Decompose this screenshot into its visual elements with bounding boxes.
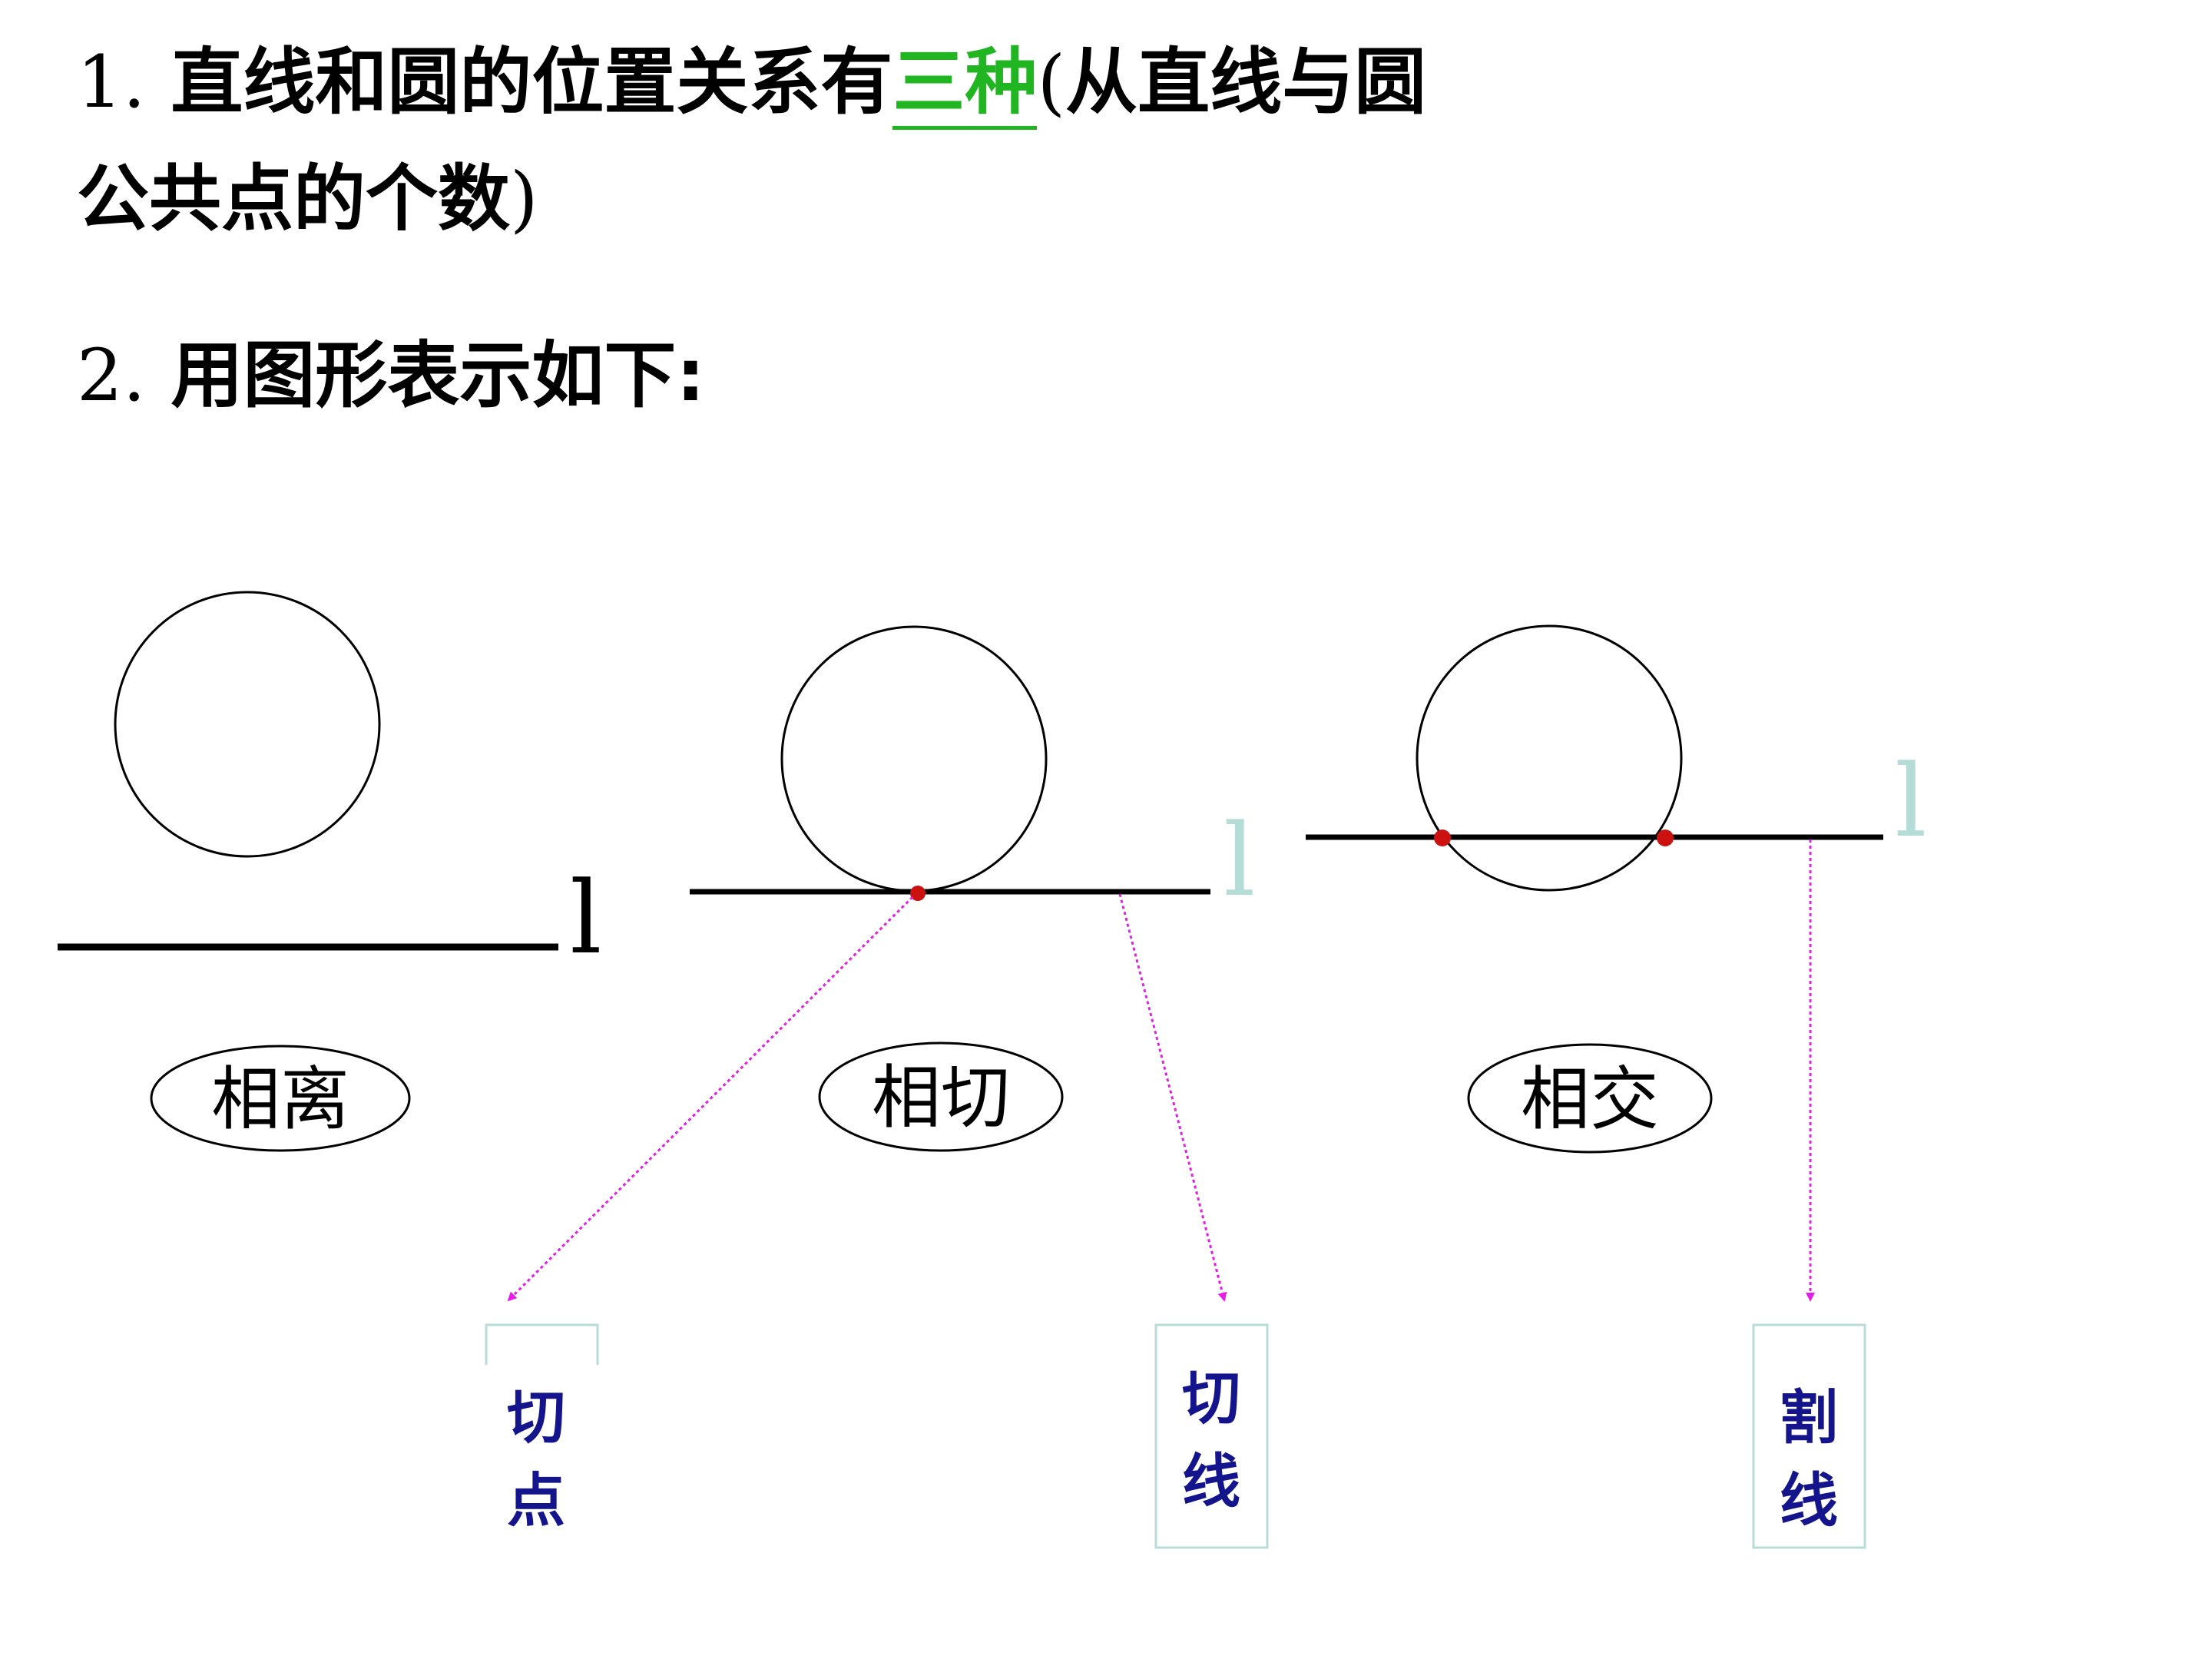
circle-tangent: [780, 625, 1048, 892]
heading-line-2: 公共点的个数): [77, 146, 538, 253]
arrow-to-tangent-line: [1118, 893, 1227, 1302]
term-tangent-line-char-1: 切: [1182, 1364, 1240, 1432]
heading-line-1-text: 直线和圆的位置关系有: [145, 41, 893, 124]
relation-label-tangent: 相切: [872, 1058, 1010, 1138]
relation-label-intersect: 相交: [1521, 1059, 1659, 1140]
term-secant-line-char-2: 线: [1780, 1466, 1838, 1535]
term-box-secant-line: [1752, 1323, 1866, 1549]
heading-line-1-tail: 从直线与圆: [1065, 41, 1427, 124]
tangent-point-dot: [910, 886, 926, 901]
intersection-point-left: [1434, 830, 1451, 846]
relation-oval-separate: [150, 1045, 411, 1152]
item-number-2: 2.: [77, 334, 146, 418]
circle-intersect: [1416, 624, 1683, 892]
arrow-to-tangent-point: [507, 896, 914, 1302]
circle-separate: [114, 591, 381, 858]
paren-open: (: [1037, 41, 1066, 124]
term-tangent-line-char-2: 线: [1182, 1447, 1240, 1515]
intersection-point-right: [1657, 830, 1674, 846]
heading-line-1: 1. 直线和圆的位置关系有三种(从直线与圆: [77, 29, 1426, 137]
heading-line-3: 2. 用图形表示如下:: [77, 323, 705, 430]
relation-oval-tangent: [818, 1041, 1064, 1152]
line-mark-tangent: l: [1224, 802, 1256, 919]
line-mark-intersect: l: [1895, 743, 1927, 859]
term-box-tangent-point: [485, 1323, 599, 1365]
highlight-answer: 三种: [892, 41, 1038, 130]
heading-line-2-text: 公共点的个数: [77, 157, 511, 241]
item-number-1: 1.: [77, 41, 146, 124]
term-tangent-point-char-2: 点: [507, 1466, 565, 1535]
line-mark-separate: l: [570, 859, 602, 976]
relation-oval-intersect: [1467, 1043, 1713, 1154]
term-box-tangent-line: [1154, 1323, 1269, 1549]
term-tangent-point-char-1: 切: [507, 1383, 565, 1452]
paren-close: ): [510, 157, 538, 241]
heading-line-3-text: 用图形表示如下:: [145, 334, 706, 418]
relation-label-separate: 相离: [211, 1059, 349, 1140]
term-secant-line-char-1: 割: [1780, 1383, 1838, 1452]
